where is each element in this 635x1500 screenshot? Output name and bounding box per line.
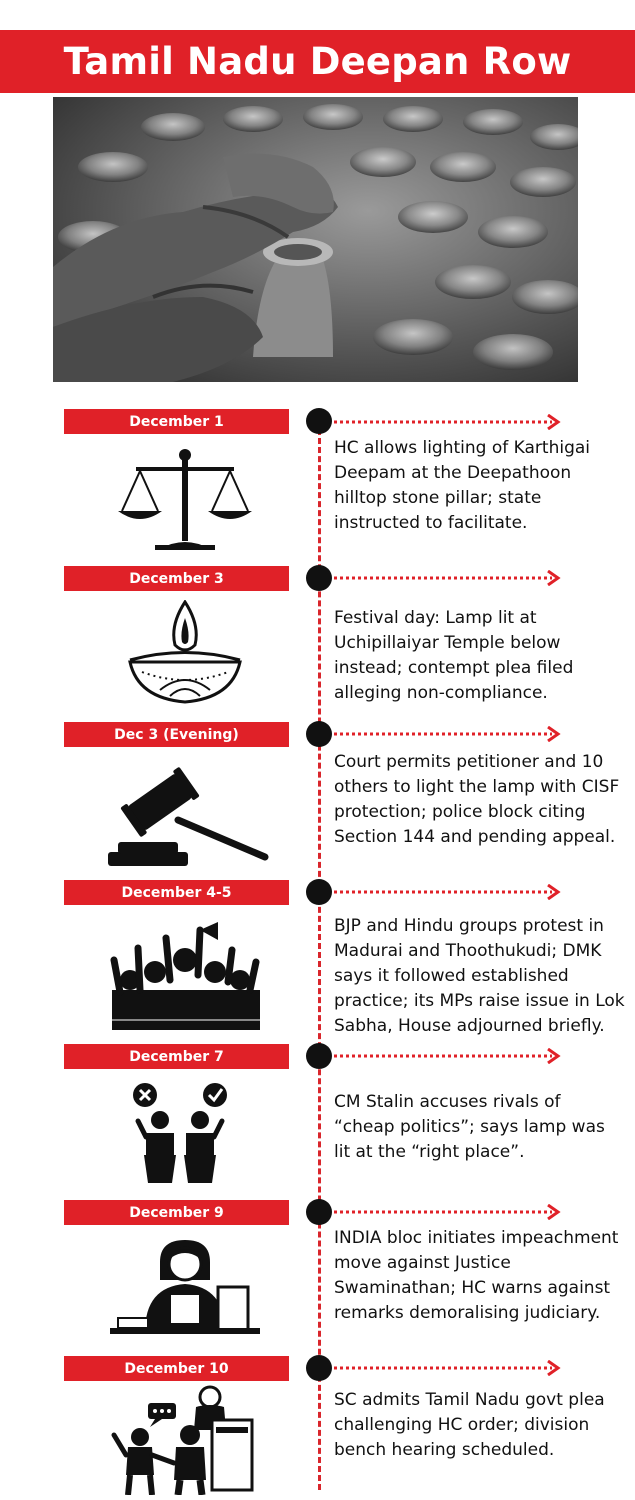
timeline-dot (306, 1043, 332, 1069)
event-text: BJP and Hindu groups protest in Madurai … (334, 916, 625, 1036)
date-label-dec-9: December 9 (64, 1200, 289, 1225)
event-text: INDIA bloc initiates impeachment move ag… (334, 1228, 619, 1323)
event-text: Court permits petitioner and 10 others t… (334, 752, 620, 847)
protest-crowd-icon (110, 922, 260, 1030)
timeline-dot (306, 879, 332, 905)
timeline-dot (306, 565, 332, 591)
date-label-dec-1: December 1 (64, 409, 289, 434)
dotted-arrow-icon (334, 1048, 561, 1064)
timeline-dot (306, 408, 332, 434)
gavel-icon (108, 767, 269, 866)
hero-photo-potter-hands (53, 97, 578, 382)
date-label-dec-7: December 7 (64, 1044, 289, 1069)
event-text: CM Stalin accuses rivals of “cheap polit… (334, 1092, 605, 1162)
date-label-dec-3-evening: Dec 3 (Evening) (64, 722, 289, 747)
event-text: Festival day: Lamp lit at Uchipillaiyar … (334, 608, 574, 703)
dotted-arrow-icon (334, 1360, 561, 1376)
dotted-arrow-icon (334, 570, 561, 586)
timeline-dot (306, 1199, 332, 1225)
date-label-dec-4-5: December 4-5 (64, 880, 289, 905)
debate-icon (133, 1083, 227, 1183)
dotted-arrow-icon (334, 726, 561, 742)
dotted-arrow-icon (334, 884, 561, 900)
scales-of-justice-icon (118, 449, 252, 550)
timeline-dot (306, 721, 332, 747)
diya-lamp-icon (128, 600, 242, 704)
event-text: SC admits Tamil Nadu govt plea challengi… (334, 1390, 605, 1460)
page-title: Tamil Nadu Deepan Row (63, 40, 572, 83)
dotted-arrow-icon (334, 1204, 561, 1220)
date-label-dec-3: December 3 (64, 566, 289, 591)
date-label-dec-10: December 10 (64, 1356, 289, 1381)
timeline-line (318, 420, 321, 1490)
event-text: HC allows lighting of Karthigai Deepam a… (334, 438, 590, 533)
judge-icon (110, 1240, 260, 1334)
timeline-dot (306, 1355, 332, 1381)
courtroom-icon (111, 1385, 254, 1495)
dotted-arrow-icon (334, 414, 561, 430)
title-banner: Tamil Nadu Deepan Row (0, 30, 635, 93)
